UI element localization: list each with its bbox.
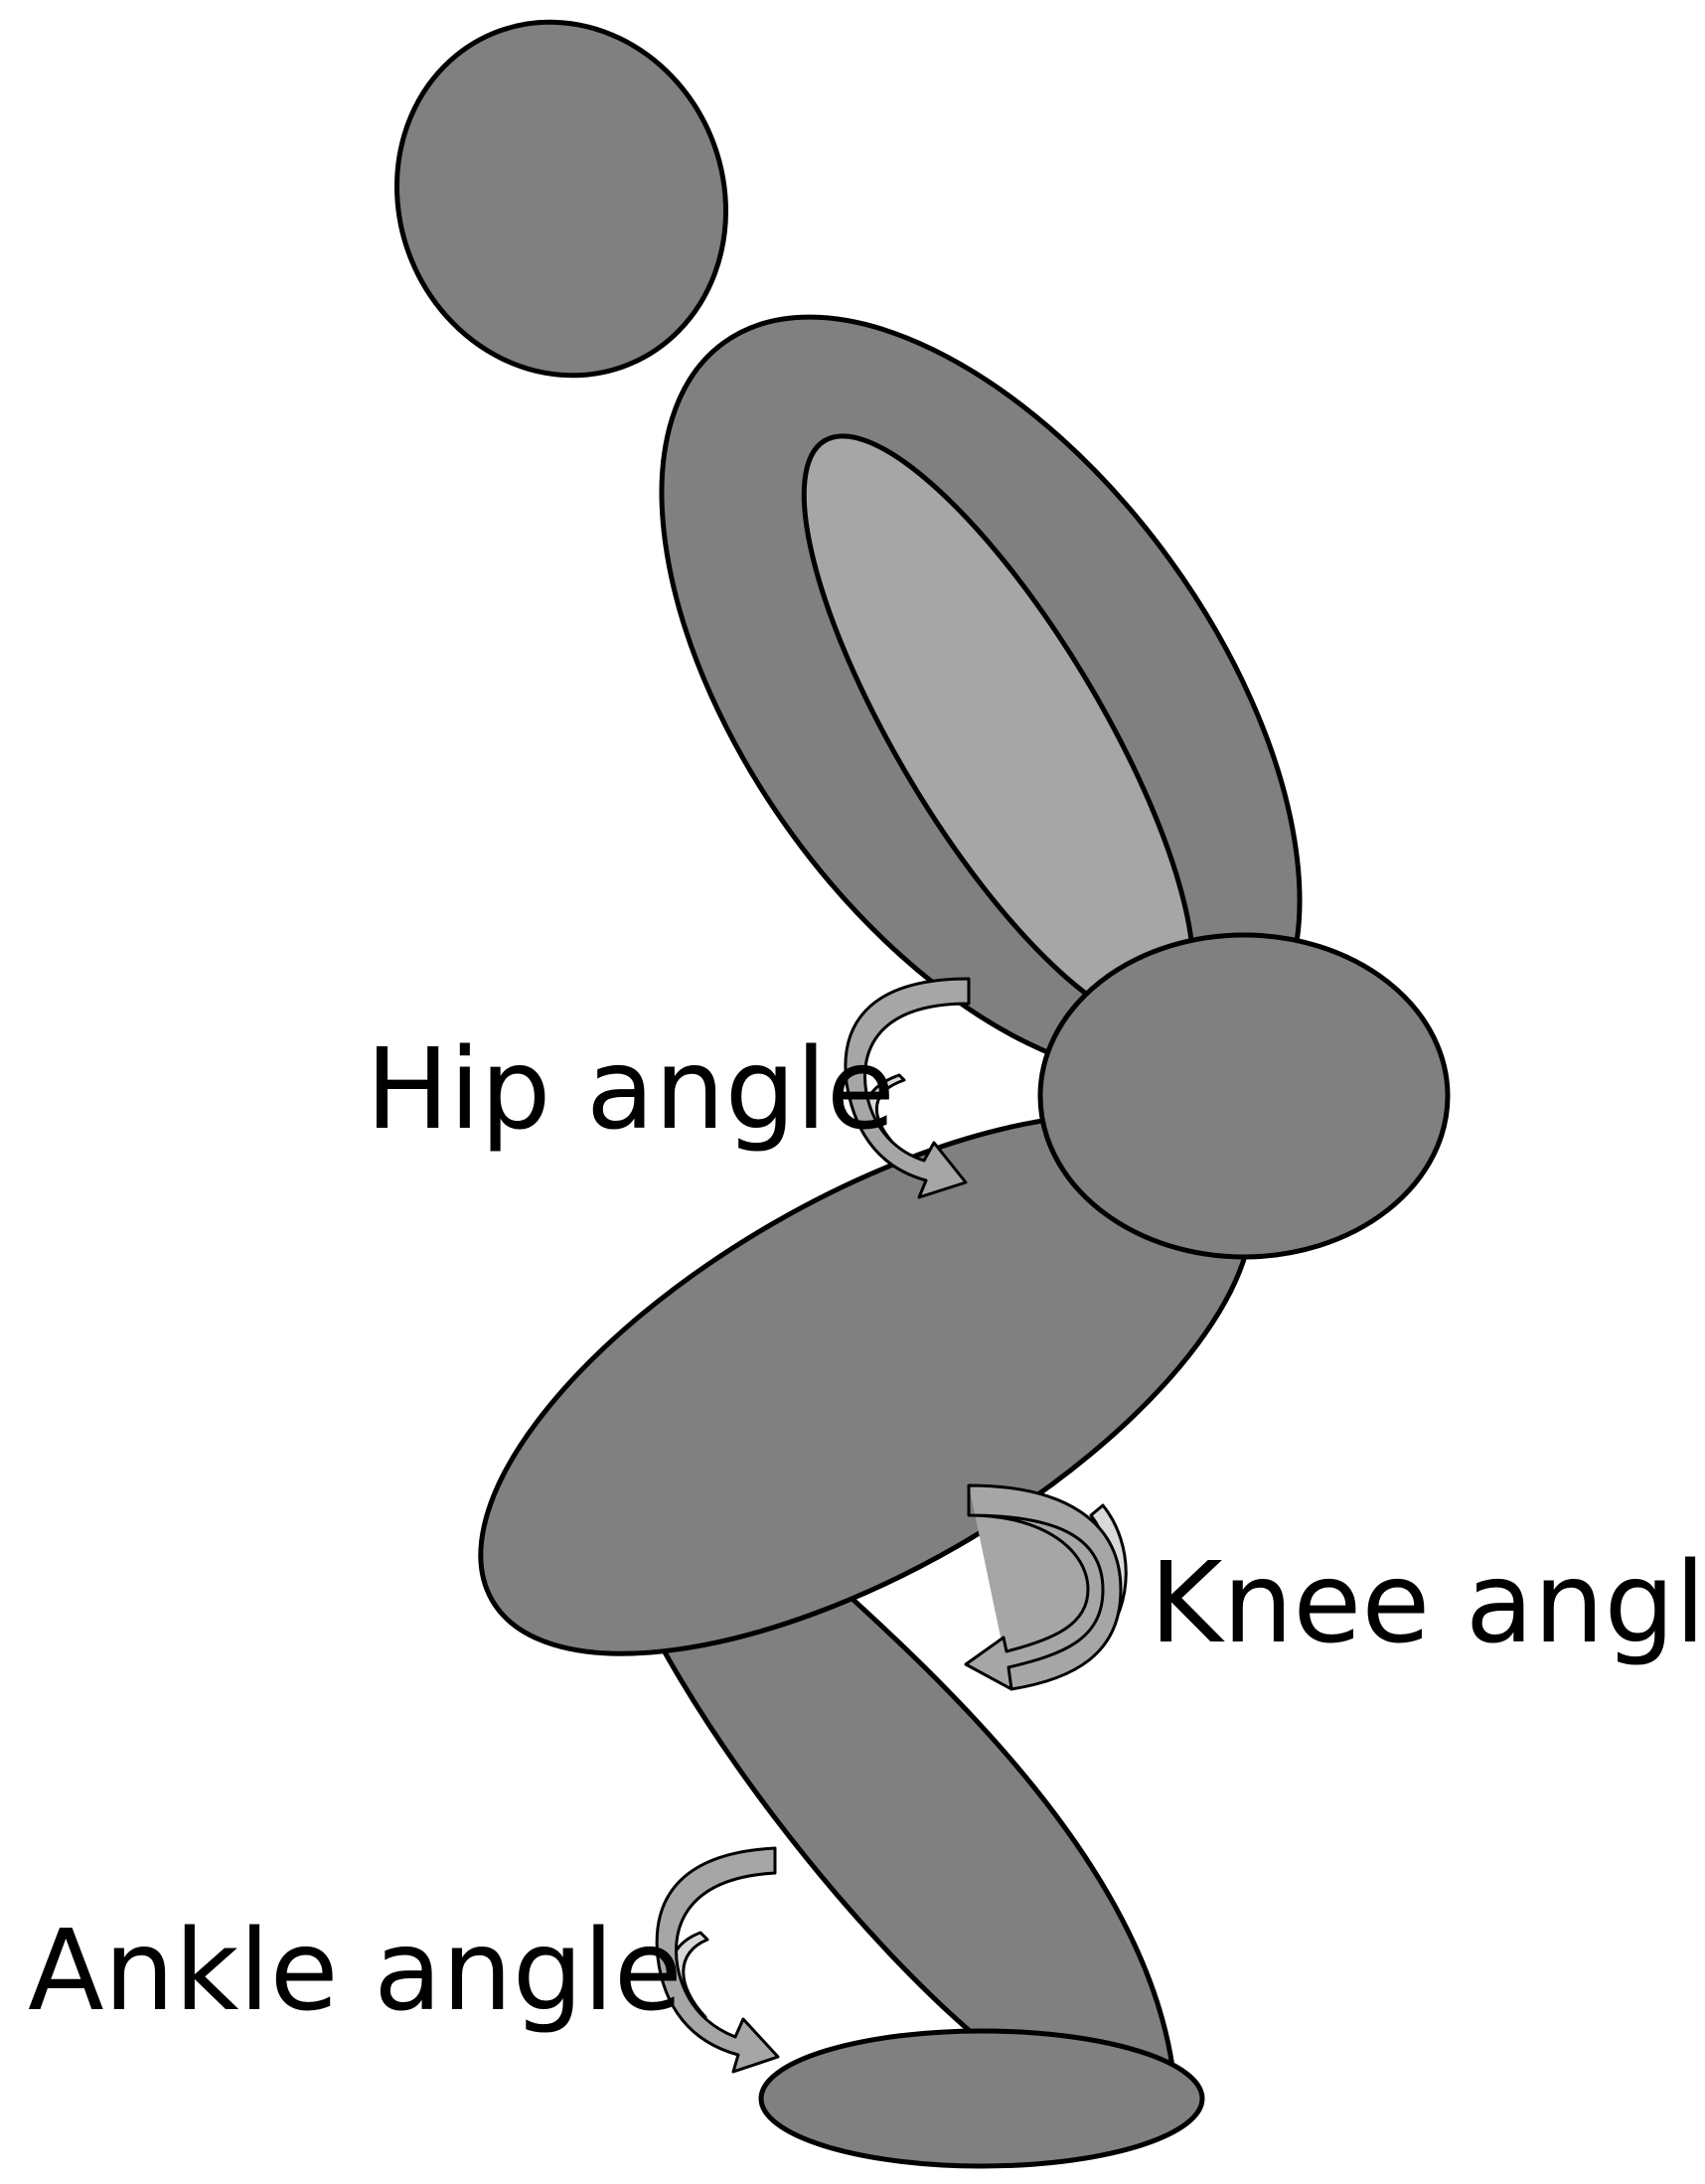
hip-angle-label: Hip angle bbox=[366, 1025, 895, 1155]
ankle-angle-arrow bbox=[655, 1846, 780, 2074]
knee-arrow-body bbox=[964, 1483, 1123, 1691]
knee-angle-label: Knee angle bbox=[1150, 1539, 1705, 1668]
ankle-angle-label: Ankle angle bbox=[28, 1907, 683, 2036]
hip-joint bbox=[1037, 932, 1451, 1260]
foot bbox=[758, 2028, 1205, 2169]
hip-angle-arrow bbox=[844, 977, 971, 1199]
knee-angle-arrow bbox=[964, 1483, 1128, 1691]
ankle-arrow-body bbox=[655, 1846, 780, 2074]
head bbox=[394, 19, 728, 379]
hip-arrow-body bbox=[844, 977, 971, 1199]
